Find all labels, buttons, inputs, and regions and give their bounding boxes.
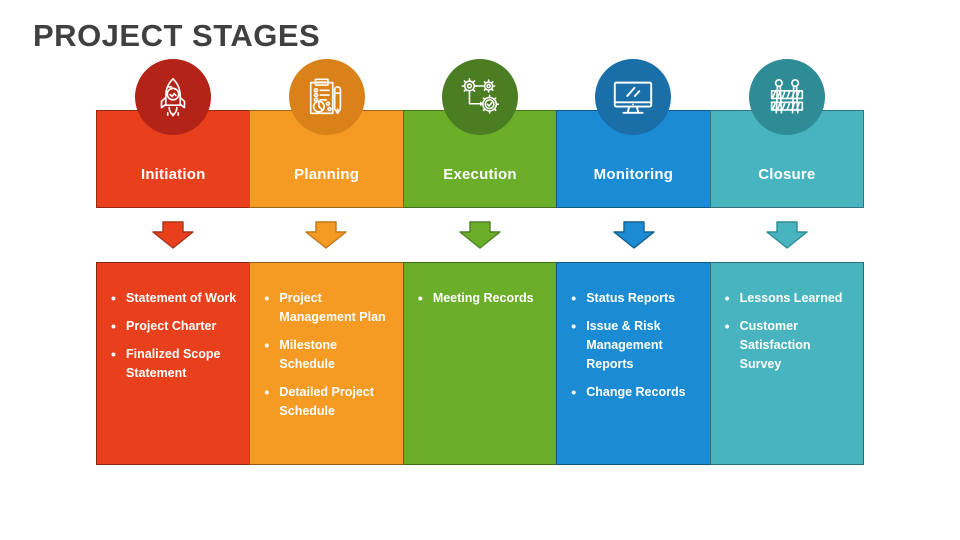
arrow-cell-initiation — [96, 208, 250, 262]
stage-header-planning[interactable]: Planning — [249, 59, 404, 208]
list-item: Milestone Schedule — [262, 335, 392, 374]
deliverables-list: Meeting Records — [416, 288, 546, 309]
barricade-icon — [748, 59, 825, 135]
stage-panel-band: Statement of Work Project Charter Finali… — [96, 262, 865, 465]
stage-panel-initiation[interactable]: Statement of Work Project Charter Finali… — [96, 262, 251, 465]
gears-flow-icon — [442, 59, 519, 135]
stage-header-initiation[interactable]: Initiation — [96, 59, 251, 208]
list-item: Issue & Risk Management Reports — [569, 316, 699, 374]
stage-label: Monitoring — [593, 166, 674, 183]
stage-label: Planning — [294, 166, 360, 183]
stage-label: Initiation — [140, 166, 206, 183]
list-item: Change Records — [569, 382, 699, 403]
down-arrow-icon — [152, 221, 194, 249]
deliverables-list: Lessons Learned Customer Satisfaction Su… — [723, 288, 853, 374]
list-item: Lessons Learned — [723, 288, 853, 309]
down-arrow-icon — [612, 221, 655, 249]
list-item: Detailed Project Schedule — [262, 382, 392, 421]
arrow-cell-execution — [403, 208, 557, 262]
list-item: Meeting Records — [416, 288, 546, 309]
deliverables-list: Status Reports Issue & Risk Management R… — [569, 288, 699, 403]
arrow-cell-planning — [250, 208, 404, 262]
list-item: Project Charter — [109, 316, 239, 337]
stage-arrow-row — [96, 208, 864, 262]
down-arrow-icon — [305, 221, 348, 249]
monitor-icon — [595, 59, 672, 135]
stage-panel-monitoring[interactable]: Status Reports Issue & Risk Management R… — [556, 262, 711, 465]
list-item: Project Management Plan — [262, 288, 392, 327]
stage-header-band: Initiation — [96, 59, 865, 208]
stage-panel-execution[interactable]: Meeting Records — [402, 262, 558, 465]
stage-panel-closure[interactable]: Lessons Learned Customer Satisfaction Su… — [709, 262, 865, 465]
deliverables-list: Project Management Plan Milestone Schedu… — [262, 288, 392, 421]
down-arrow-icon — [459, 221, 501, 249]
deliverables-list: Statement of Work Project Charter Finali… — [109, 288, 239, 383]
list-item: Status Reports — [569, 288, 699, 309]
rocket-icon — [135, 59, 212, 135]
stage-label: Closure — [758, 166, 816, 183]
stage-header-monitoring[interactable]: Monitoring — [556, 59, 711, 208]
down-arrow-icon — [766, 221, 808, 249]
arrow-cell-monitoring — [557, 208, 711, 262]
arrow-cell-closure — [710, 208, 864, 262]
stage-label: Execution — [443, 166, 517, 183]
stage-header-closure[interactable]: Closure — [709, 59, 865, 208]
project-stages-diagram: Initiation — [96, 59, 865, 465]
page-title: PROJECT STAGES — [33, 18, 321, 53]
stage-header-execution[interactable]: Execution — [402, 59, 558, 208]
list-item: Statement of Work — [109, 288, 239, 309]
stage-panel-planning[interactable]: Project Management Plan Milestone Schedu… — [249, 262, 404, 465]
clipboard-pen-icon — [288, 59, 365, 135]
list-item: Finalized Scope Statement — [109, 344, 239, 383]
list-item: Customer Satisfaction Survey — [723, 316, 853, 374]
